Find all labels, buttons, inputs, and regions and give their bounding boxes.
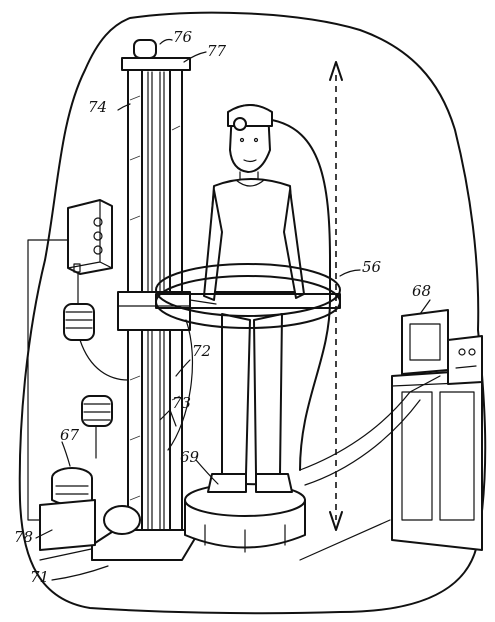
lower-coil — [81, 395, 113, 427]
label-69: 69 — [180, 448, 200, 466]
person — [203, 104, 305, 493]
carriage-arm — [189, 299, 217, 305]
label-76: 76 — [173, 28, 193, 46]
head-cable — [271, 119, 331, 471]
cable — [304, 399, 421, 486]
upper-coil — [63, 303, 95, 341]
label-74: 74 — [88, 98, 107, 116]
base-housing — [39, 499, 96, 551]
belt-ring — [155, 263, 341, 329]
label-56: 56 — [362, 258, 382, 276]
cable — [79, 339, 129, 381]
label-78: 78 — [14, 528, 33, 546]
label-72: 72 — [192, 342, 211, 360]
label-71: 71 — [30, 568, 49, 586]
turntable — [184, 483, 306, 553]
cabinet — [391, 369, 483, 551]
control-box — [67, 199, 113, 275]
leader-lines — [35, 38, 431, 581]
cable — [299, 375, 441, 471]
motor — [51, 467, 93, 506]
cable — [167, 319, 194, 451]
label-77: 77 — [207, 42, 227, 60]
label-68: 68 — [412, 282, 431, 300]
monitor-unit — [401, 309, 483, 385]
column-assembly — [117, 39, 191, 541]
floor-line — [299, 519, 391, 561]
background-outline — [18, 11, 487, 615]
cable — [27, 239, 69, 521]
label-73: 73 — [172, 394, 191, 412]
label-67: 67 — [60, 426, 80, 444]
base-plate — [91, 505, 201, 561]
